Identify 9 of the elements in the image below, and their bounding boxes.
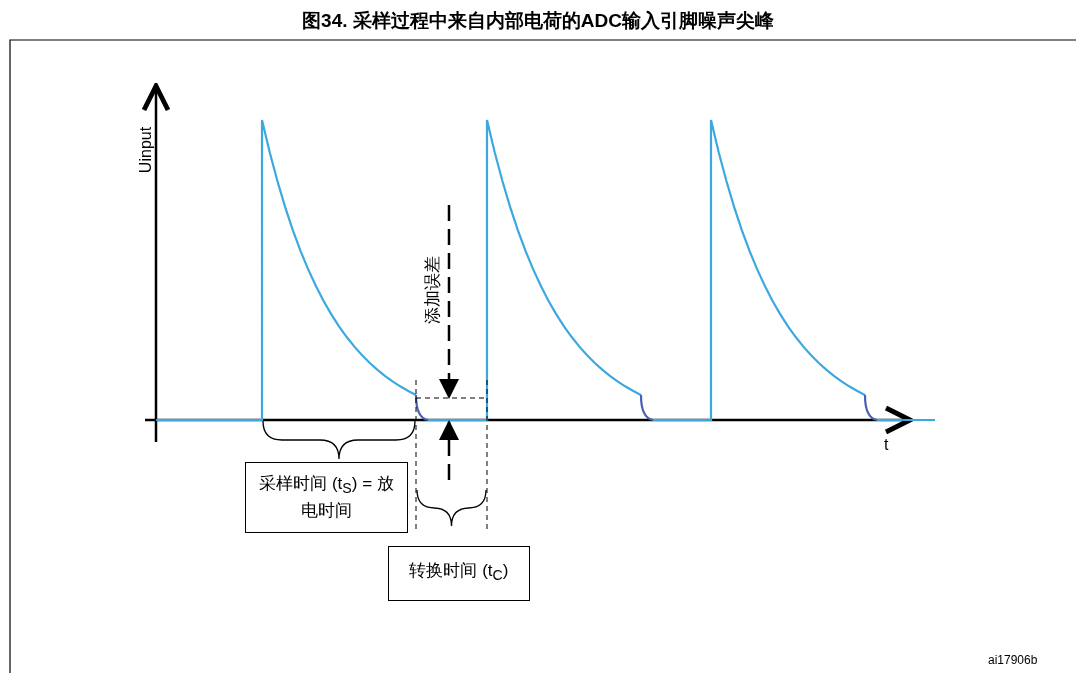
diagram-title: 图34. 采样过程中来自内部电荷的ADC输入引脚噪声尖峰 <box>301 9 775 33</box>
axis-label: Uinput <box>137 126 155 174</box>
label-box <box>388 546 530 601</box>
box-text: 采样时间 (t$_{S}$) = 放电时间 <box>258 473 395 522</box>
figure-id: ai17906b <box>988 653 1038 667</box>
box-text: 转换时间 (t$_{C}$) <box>408 560 510 586</box>
error-label: 添加误差 <box>421 256 443 324</box>
label-box <box>245 462 408 533</box>
axis-label: t <box>884 436 889 454</box>
